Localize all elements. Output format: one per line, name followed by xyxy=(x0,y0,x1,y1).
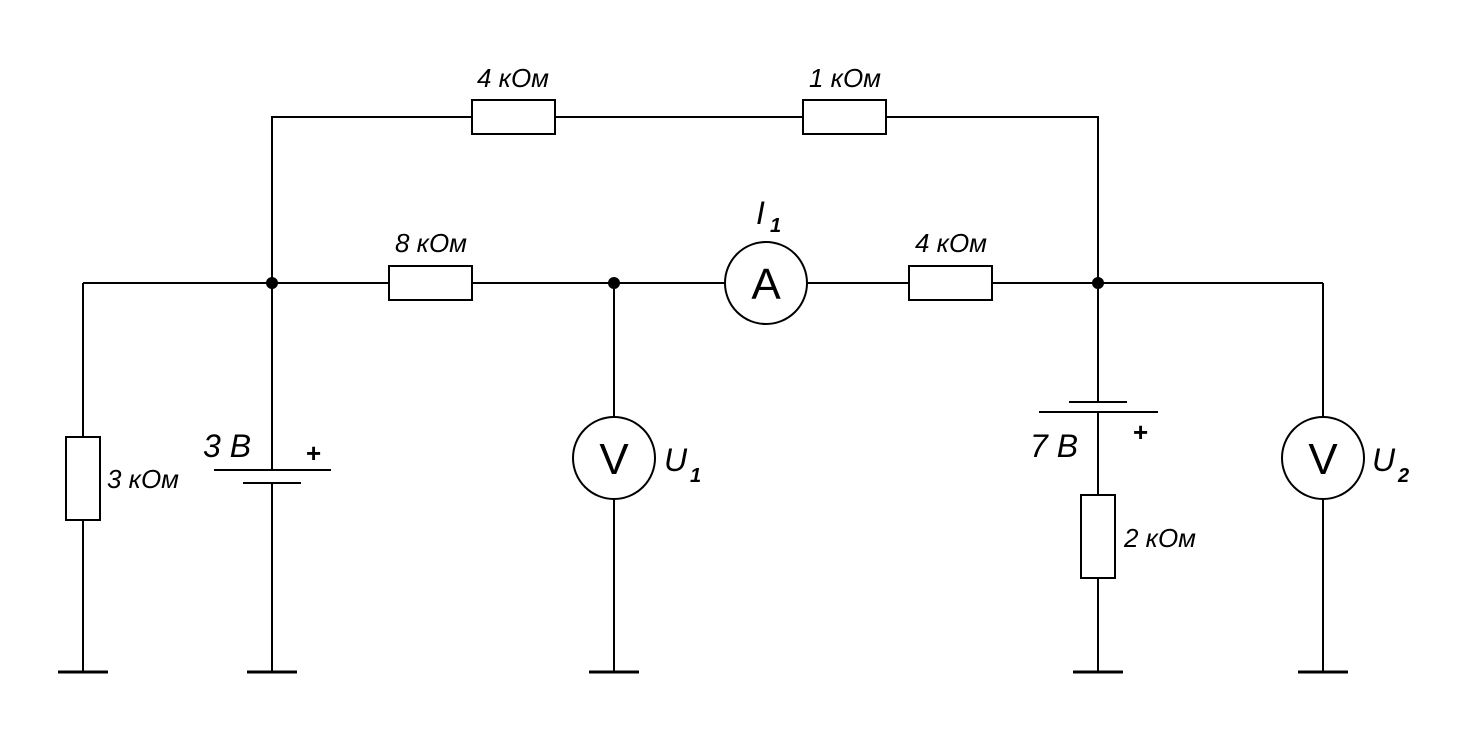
label-voltmeter-2-name: U xyxy=(1372,442,1396,478)
label-voltmeter-1: U 1 xyxy=(664,442,701,487)
label-ammeter-name: I xyxy=(756,195,765,231)
label-resistor-mid-left: 8 кОм xyxy=(395,228,467,258)
label-resistor-top-right: 1 кОм xyxy=(809,63,881,93)
label-voltmeter-1-name: U xyxy=(664,442,688,478)
label-source-left: 3 В xyxy=(203,428,251,464)
resistor-right-branch xyxy=(1080,494,1116,579)
junction-left xyxy=(266,277,278,289)
voltmeter-1-circle xyxy=(572,416,656,500)
label-voltmeter-1-subscript: 1 xyxy=(690,465,701,487)
label-voltmeter-2: U 2 xyxy=(1372,442,1409,487)
resistor-mid-left xyxy=(388,265,473,301)
voltmeter-1-letter: V xyxy=(599,435,629,484)
label-resistor-left-shunt: 3 кОм xyxy=(107,464,179,494)
ammeter: A xyxy=(724,241,808,325)
junction-middle xyxy=(608,277,620,289)
label-resistor-mid-right: 4 кОм xyxy=(915,228,987,258)
label-voltmeter-2-subscript: 2 xyxy=(1397,465,1409,487)
ammeter-circle xyxy=(724,241,808,325)
wire-top-loop xyxy=(271,116,1099,283)
source-left-plus: + xyxy=(306,438,321,468)
wires xyxy=(82,116,1324,672)
voltmeter-2-letter: V xyxy=(1308,435,1338,484)
source-right xyxy=(1039,401,1158,413)
label-resistor-top-left: 4 кОм xyxy=(477,63,549,93)
label-resistor-right-branch: 2 кОм xyxy=(1123,523,1196,553)
resistor-mid-right xyxy=(908,265,993,301)
source-left xyxy=(214,469,331,484)
voltmeter-1: V xyxy=(572,416,656,500)
resistor-top-left xyxy=(471,99,556,135)
source-right-plus: + xyxy=(1133,417,1148,447)
voltmeter-2-circle xyxy=(1281,416,1365,500)
ammeter-letter: A xyxy=(751,260,781,309)
label-ammeter: I 1 xyxy=(756,195,781,237)
label-source-right: 7 В xyxy=(1030,428,1078,464)
resistor-left-shunt xyxy=(65,436,101,521)
label-ammeter-subscript: 1 xyxy=(770,215,781,237)
resistor-top-right xyxy=(802,99,887,135)
voltmeter-2: V xyxy=(1281,416,1365,500)
junction-right xyxy=(1092,277,1104,289)
